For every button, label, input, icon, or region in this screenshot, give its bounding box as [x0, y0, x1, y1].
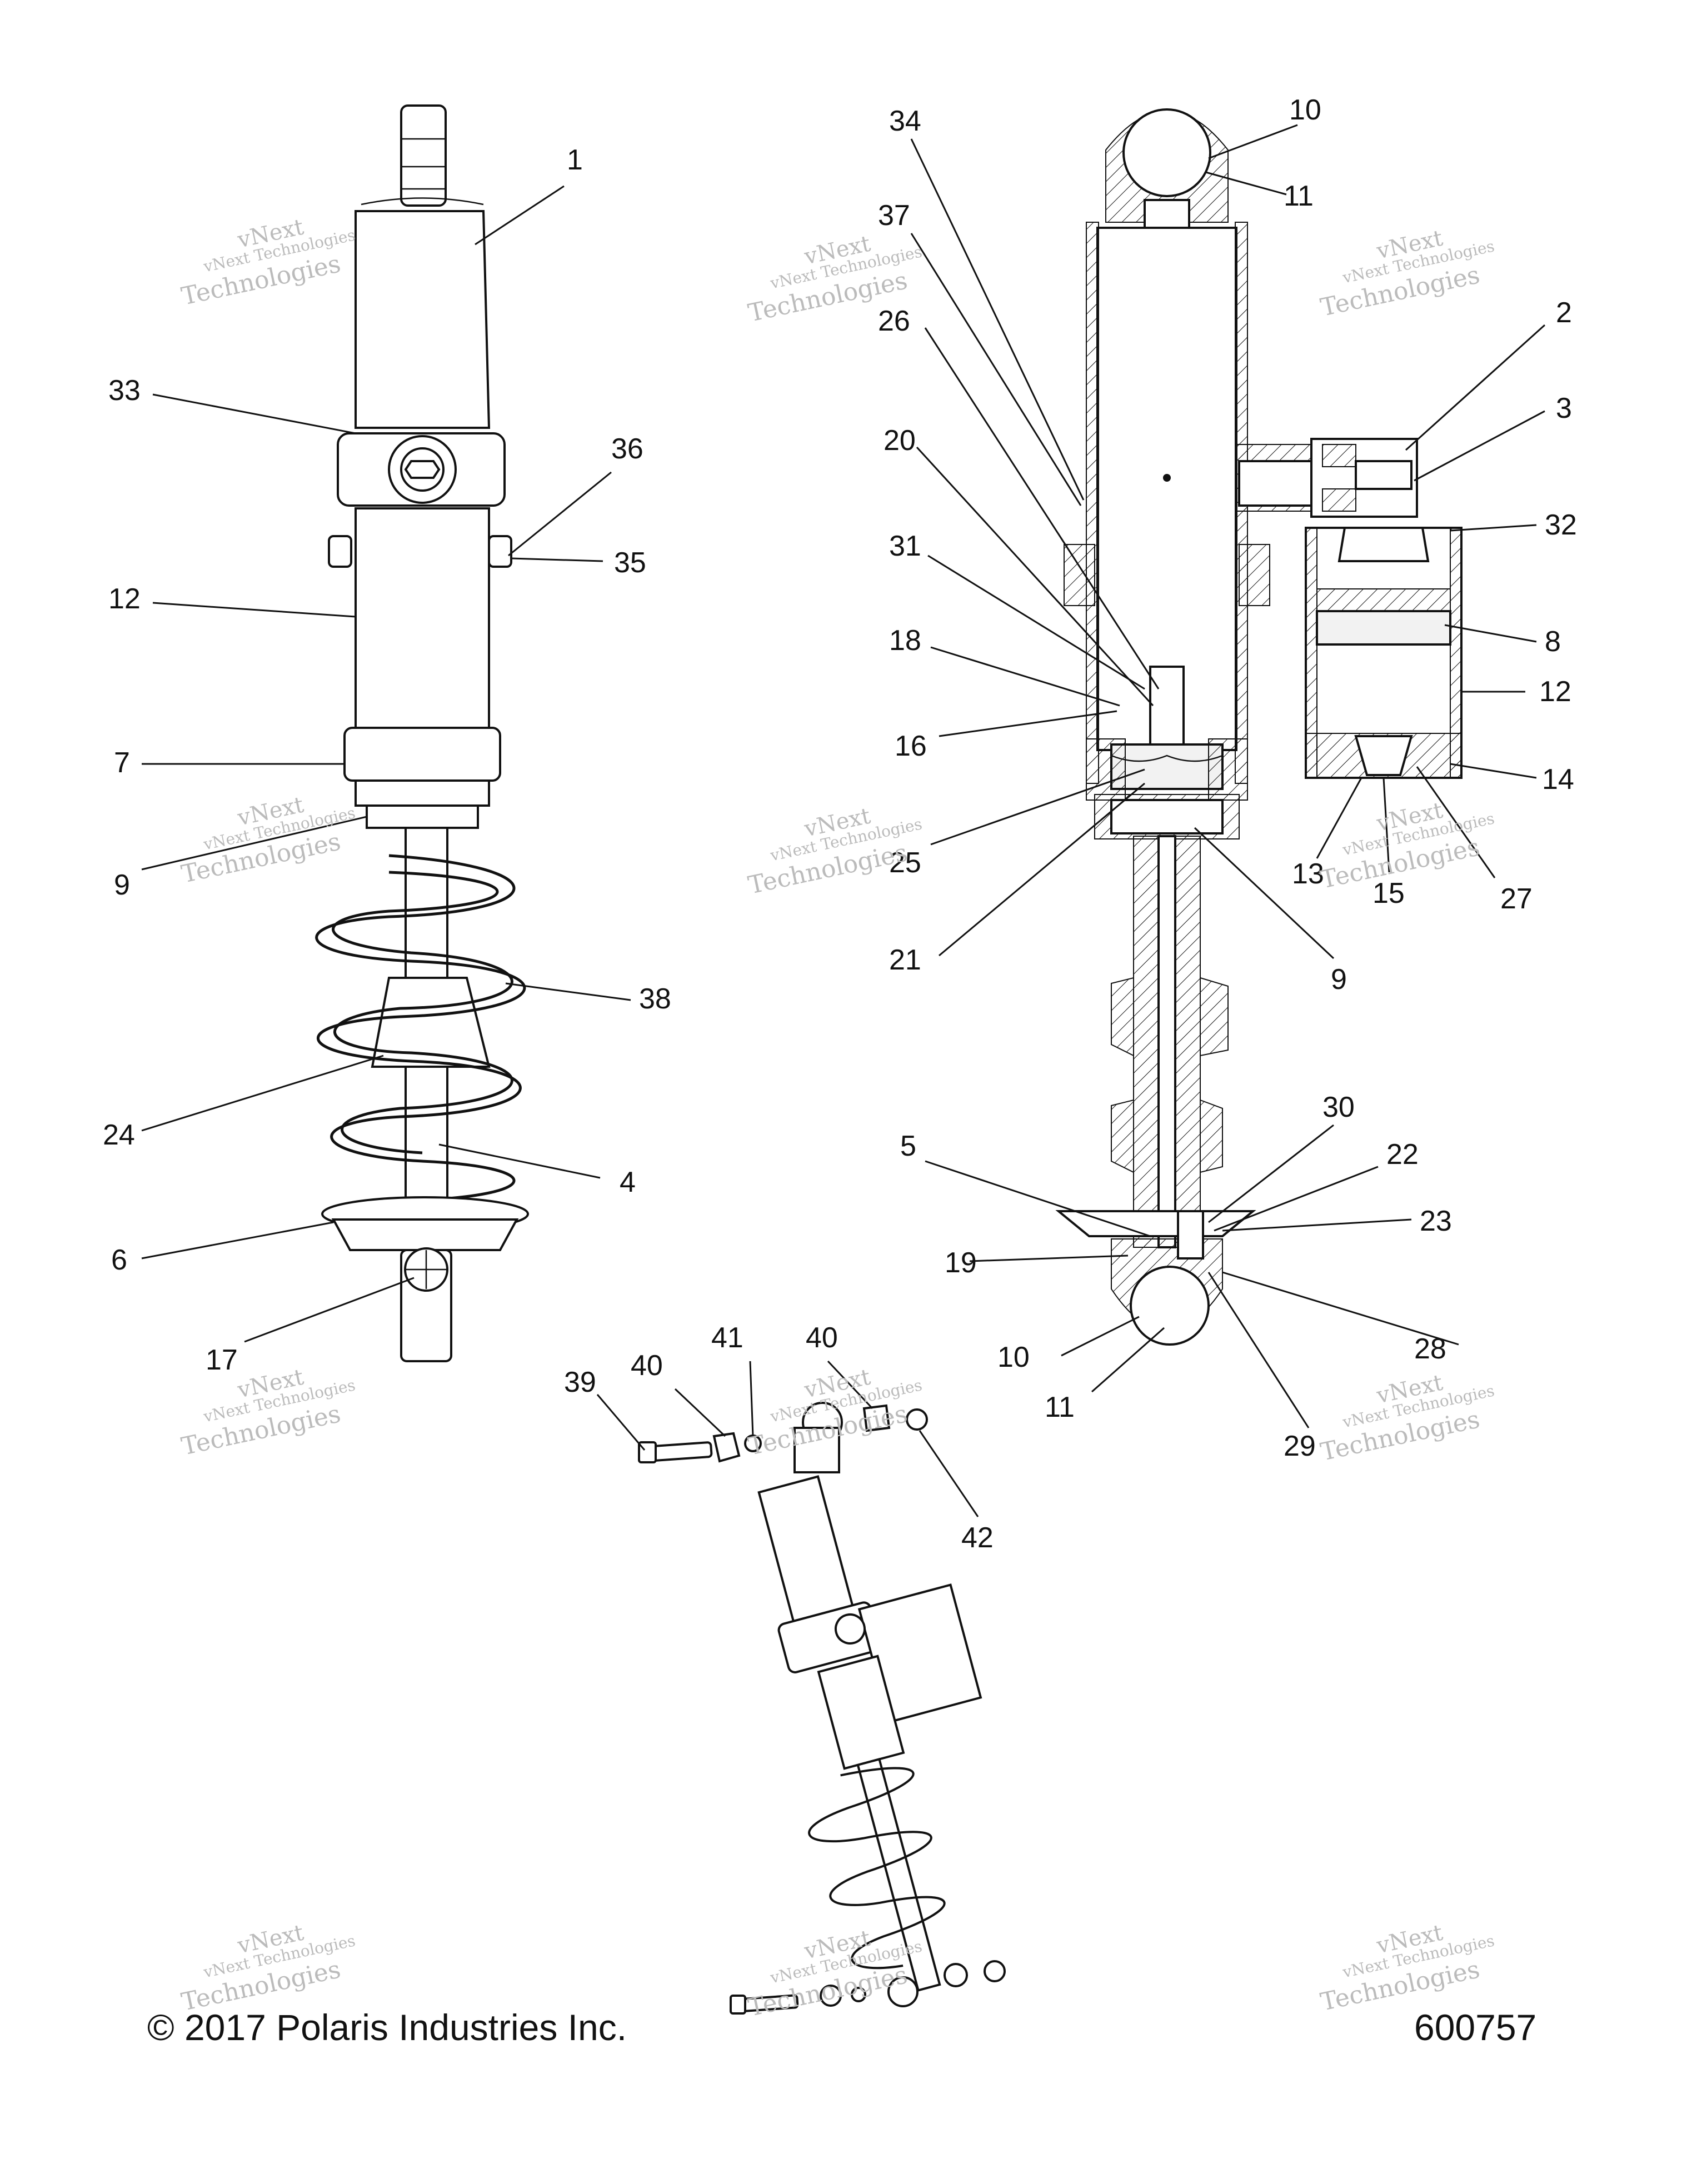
- callout-2: 2: [1556, 297, 1572, 329]
- watermark: vNext Technologies vNext Technologies: [1318, 798, 1496, 894]
- callout-1: 1: [567, 144, 583, 176]
- callout-35: 35: [614, 547, 646, 579]
- callout-39: 39: [564, 1366, 596, 1398]
- watermark: vNext Technologies vNext Technologies: [179, 1920, 357, 2017]
- installed-shock-view: [638, 1402, 1006, 2015]
- callout-22: 22: [1386, 1138, 1419, 1171]
- watermark: vNext Technologies vNext Technologies: [746, 803, 924, 900]
- callout-31: 31: [889, 530, 921, 562]
- callout-17: 17: [206, 1344, 238, 1376]
- callout-4: 4: [620, 1166, 636, 1198]
- cross-section-assembly: [1055, 108, 1463, 1346]
- callout-40: 40: [631, 1350, 663, 1382]
- callout-11b: 11: [1045, 1391, 1075, 1423]
- callout-29: 29: [1284, 1430, 1316, 1462]
- callout-9: 9: [114, 869, 130, 901]
- callout-10b: 10: [997, 1341, 1030, 1373]
- watermark: vNext Technologies vNext Technologies: [179, 214, 357, 311]
- callout-37: 37: [878, 199, 910, 232]
- callout-21: 21: [889, 944, 921, 976]
- callout-11: 11: [1284, 180, 1314, 212]
- callout-3: 3: [1556, 392, 1572, 424]
- callout-26: 26: [878, 305, 910, 337]
- callout-24: 24: [103, 1119, 135, 1151]
- callout-25: 25: [889, 847, 921, 879]
- callout-34: 34: [889, 105, 921, 137]
- callout-9b: 9: [1331, 963, 1347, 996]
- watermark: vNext Technologies vNext Technologies: [179, 792, 357, 889]
- left-shock-assembly: [315, 104, 529, 1362]
- callout-19: 19: [945, 1247, 977, 1279]
- callout-13: 13: [1292, 858, 1324, 890]
- callout-16: 16: [895, 730, 927, 762]
- callout-10: 10: [1289, 94, 1321, 126]
- callout-18: 18: [889, 624, 921, 657]
- callout-42: 42: [961, 1522, 994, 1554]
- watermark: vNext Technologies vNext Technologies: [1318, 1920, 1496, 2017]
- callout-12b: 12: [1539, 676, 1571, 708]
- copyright-notice: © 2017 Polaris Industries Inc.: [147, 2007, 627, 2048]
- figure-number: 600757: [1414, 2007, 1536, 2048]
- callout-41: 41: [711, 1322, 743, 1354]
- callout-30: 30: [1322, 1091, 1355, 1123]
- callout-36: 36: [611, 433, 643, 465]
- callout-14: 14: [1542, 763, 1574, 796]
- callout-labels: 1 33 36 35 12 7 9 38 24 4 6 17 34 37 26 …: [103, 94, 1577, 1554]
- callout-12: 12: [108, 583, 141, 615]
- callout-40b: 40: [806, 1322, 838, 1354]
- callout-23: 23: [1420, 1205, 1452, 1237]
- callout-38: 38: [639, 983, 671, 1015]
- callout-33: 33: [108, 374, 141, 407]
- callout-28: 28: [1414, 1333, 1446, 1365]
- callout-32: 32: [1545, 509, 1577, 541]
- callout-15: 15: [1372, 877, 1405, 909]
- watermark: vNext Technologies vNext Technologies: [1318, 1370, 1496, 1467]
- callout-20: 20: [884, 424, 916, 457]
- callout-27: 27: [1500, 883, 1533, 915]
- watermark: vNext Technologies vNext Technologies: [179, 1365, 357, 1461]
- callout-7: 7: [114, 747, 130, 779]
- callout-8: 8: [1545, 626, 1561, 658]
- watermark: vNext Technologies vNext Technologies: [1318, 226, 1496, 322]
- callout-6: 6: [111, 1244, 127, 1276]
- callout-5: 5: [900, 1130, 916, 1162]
- leader-lines: [141, 124, 1546, 1517]
